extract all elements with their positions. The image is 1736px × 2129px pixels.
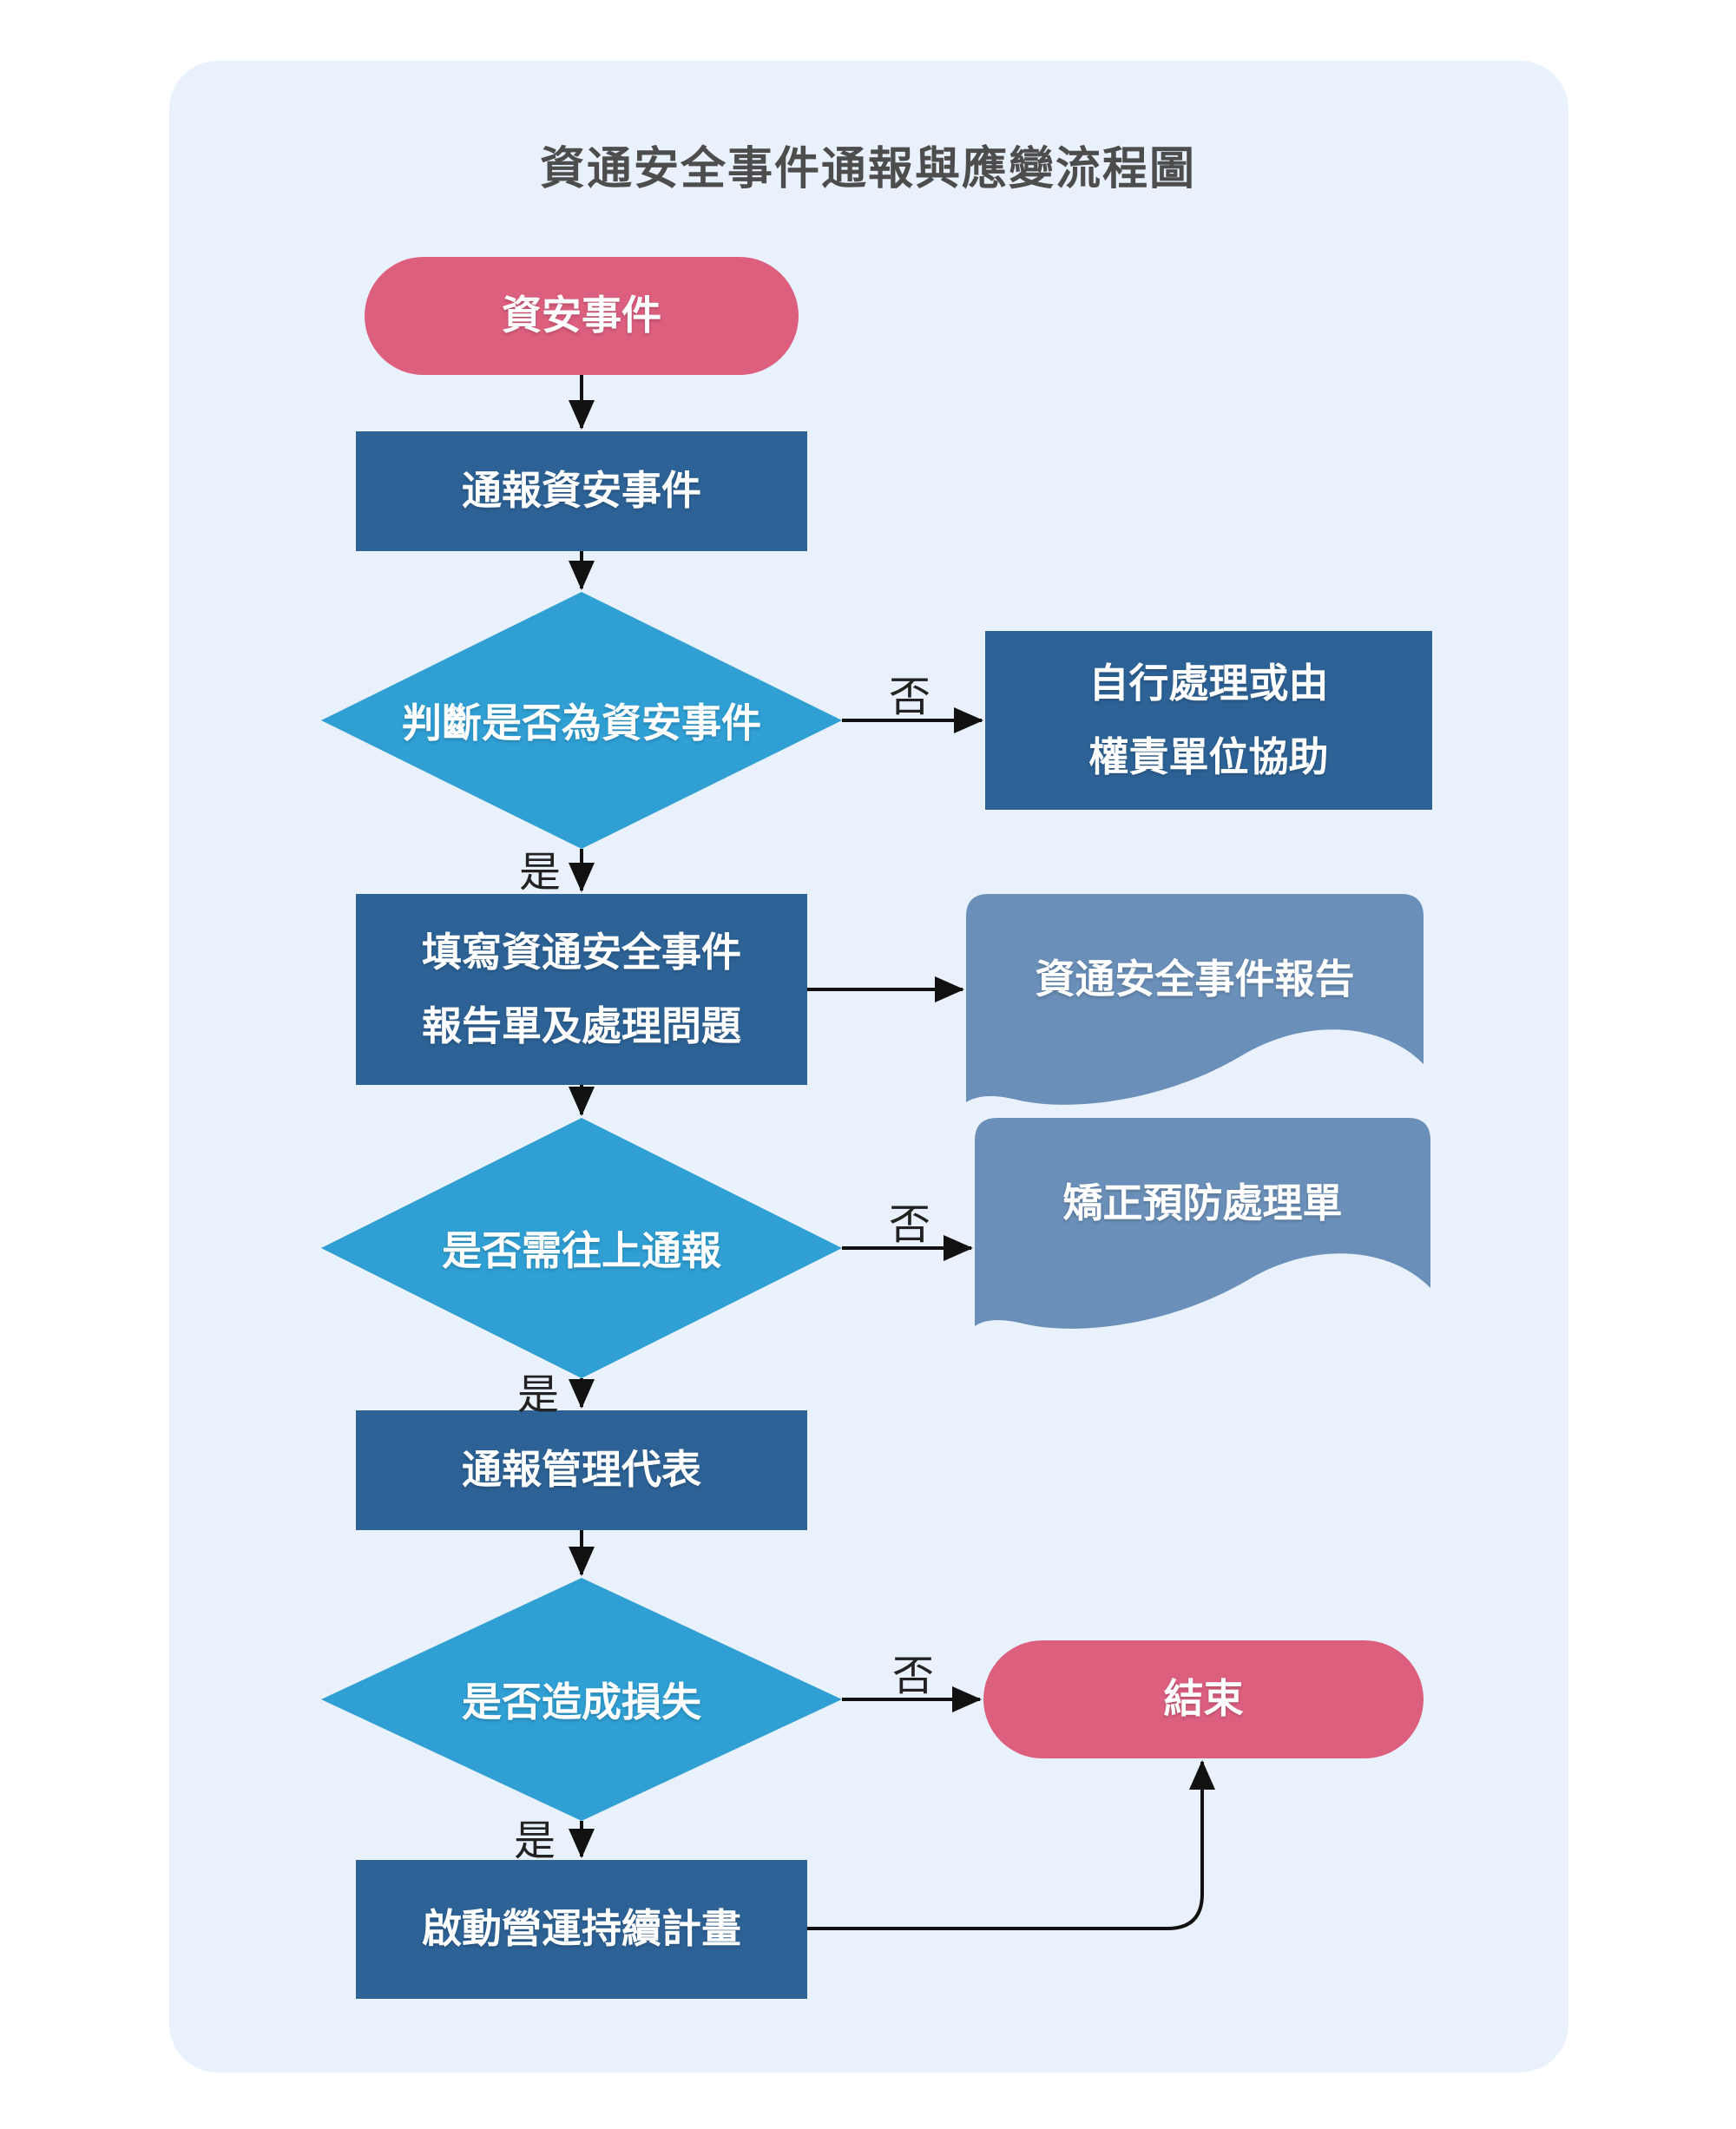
edge-label-no-loss: 否: [891, 1653, 935, 1699]
node-activate-bcp: 啟動營運持續計畫: [356, 1860, 807, 1999]
node-activate-bcp-label: 啟動營運持續計畫: [422, 1906, 741, 1952]
edge-label-yes-judge: 是: [518, 850, 562, 896]
decision-need-escalate-shape: [321, 1118, 842, 1378]
node-fill-report-line2: 報告單及處理問題: [422, 1003, 741, 1048]
flowchart-title: 資通安全事件通報與應變流程圖: [539, 144, 1196, 194]
node-notify-management-label: 通報管理代表: [462, 1447, 701, 1493]
node-notify-management: 通報管理代表: [356, 1410, 807, 1530]
node-report-incident-label: 通報資安事件: [462, 468, 701, 514]
node-end: 結束: [983, 1640, 1424, 1758]
node-report-incident: 通報資安事件: [356, 431, 807, 551]
node-self-handle-line1: 自行處理或由: [1088, 660, 1329, 706]
node-start-label: 資安事件: [502, 292, 661, 338]
document-incident-report-shape: [966, 894, 1424, 1105]
arrow-bcp-to-end: [807, 1760, 1215, 1930]
node-fill-report: 填寫資通安全事件 報告單及處理問題: [356, 894, 807, 1085]
edge-label-yes-escalate: 是: [516, 1372, 560, 1418]
document-incident-report-label: 資通安全事件報告: [1035, 956, 1355, 1002]
document-corrective-form-label: 矯正預防處理單: [1062, 1180, 1343, 1225]
decision-caused-loss-shape: [321, 1578, 842, 1821]
node-self-handle-line2: 權責單位協助: [1088, 734, 1329, 779]
node-self-handle: 自行處理或由 權責單位協助: [985, 631, 1432, 810]
decision-need-escalate-label: 是否需往上通報: [442, 1228, 721, 1273]
decision-caused-loss-label: 是否造成損失: [462, 1679, 701, 1725]
node-start: 資安事件: [365, 257, 799, 375]
edge-label-yes-loss: 是: [513, 1818, 556, 1864]
edge-label-no-judge: 否: [888, 674, 931, 720]
decision-judge-is-incident-label: 判斷是否為資安事件: [402, 700, 761, 746]
node-end-label: 結束: [1163, 1676, 1244, 1722]
node-fill-report-line1: 填寫資通安全事件: [422, 929, 741, 975]
document-corrective-form-shape: [975, 1118, 1430, 1329]
edge-label-no-escalate: 否: [888, 1202, 931, 1248]
decision-judge-is-incident-shape: [321, 592, 842, 849]
